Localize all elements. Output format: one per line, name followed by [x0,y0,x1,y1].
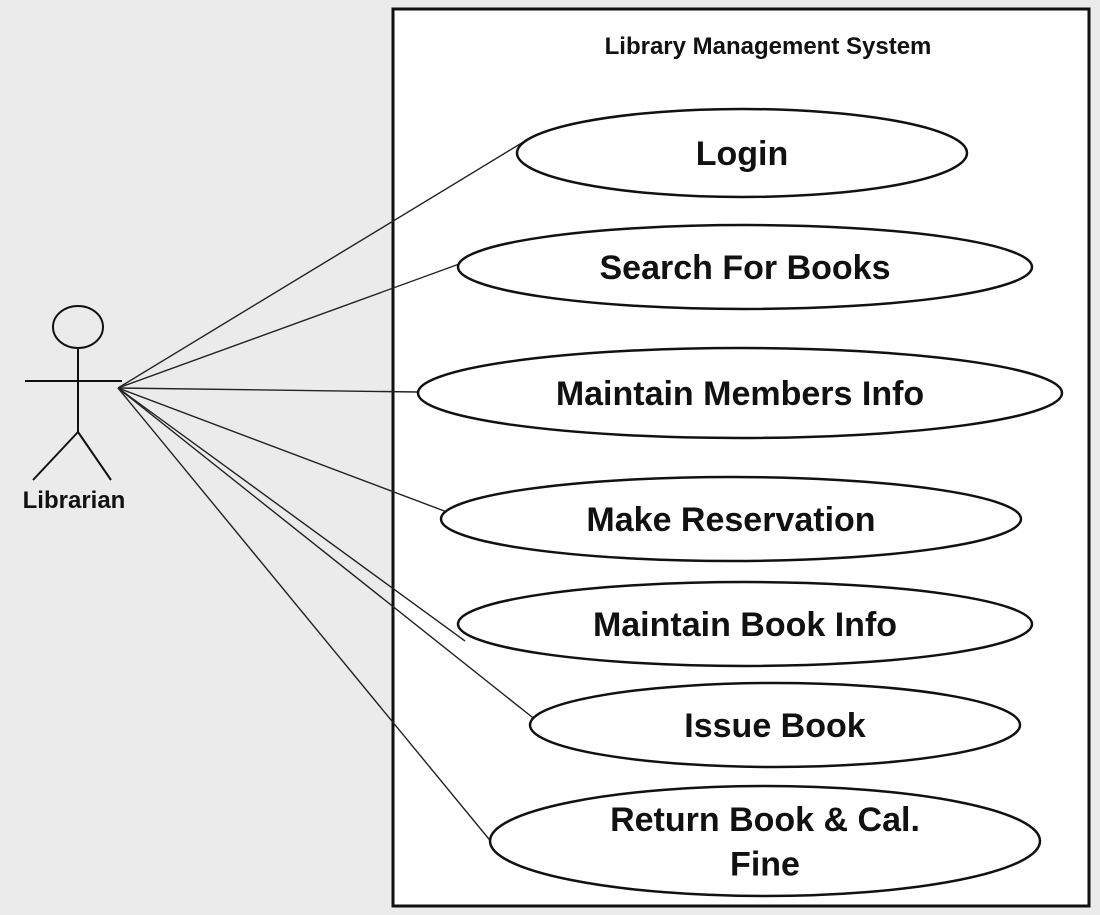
actor-label: Librarian [23,487,126,514]
association-line-3 [117,387,419,393]
use-case-4[interactable]: Make Reservation [439,475,1023,563]
use-case-label: Fine [730,845,800,883]
use-case-label: Issue Book [684,707,865,745]
use-case-6[interactable]: Issue Book [528,681,1022,769]
use-case-ellipse [515,107,969,199]
use-case-label: Maintain Book Info [593,606,897,644]
association-lines [117,140,538,845]
use-case-label: Login [696,135,789,173]
use-case-ellipse [488,784,1042,898]
association-line-1 [117,140,526,389]
use-case-ellipse [416,346,1064,440]
use-case-label: Search For Books [600,249,891,287]
use-case-1[interactable]: Login [515,107,969,199]
use-case-ellipse [528,681,1022,769]
use-case-ellipse [456,223,1034,311]
use-case-label: Return Book & Cal. [610,801,920,839]
use-case-label: Make Reservation [586,501,875,539]
association-line-4 [117,387,448,513]
use-case-ellipse [439,475,1023,563]
association-line-5 [117,387,466,642]
association-line-6 [117,387,538,722]
use-case-ellipse [456,580,1034,668]
actor-head [52,305,104,349]
system-title: Library Management System [605,33,932,60]
use-case-5[interactable]: Maintain Book Info [456,580,1034,668]
use-case-3[interactable]: Maintain Members Info [416,346,1064,440]
use-case-7[interactable]: Return Book & Cal. Fine [488,784,1042,898]
use-case-label: Maintain Members Info [556,375,924,413]
use-case-2[interactable]: Search For Books [456,223,1034,311]
actor-librarian[interactable] [25,305,122,481]
association-line-2 [117,262,463,389]
actor-right-leg [77,431,112,481]
actor-left-leg [32,431,79,481]
association-line-7 [117,387,494,845]
